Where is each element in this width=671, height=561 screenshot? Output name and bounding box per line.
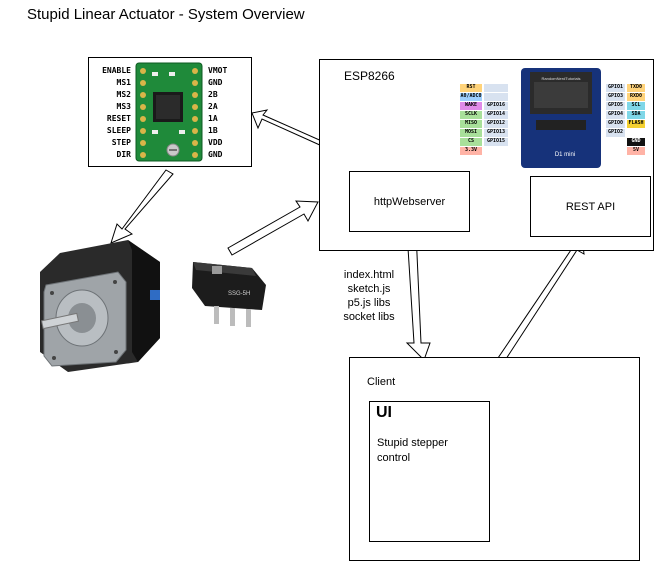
driver-pin-label: VMOT <box>208 66 228 75</box>
ui-text-line-2: control <box>377 452 411 464</box>
driver-pin-label: GND <box>208 78 223 87</box>
module-pin-tag: SDA <box>627 111 645 119</box>
ui-box: UI Stupid stepper control <box>369 401 490 542</box>
rest-api-label: REST API <box>565 201 616 213</box>
driver-left-pins: ENABLE MS1 MS2 MS3 RESET SLEEP STEP DIR <box>93 66 131 162</box>
module-gpio-tag: GPIO12 <box>484 120 508 128</box>
diagram-title: Stupid Linear Actuator - System Overview <box>27 6 305 23</box>
module-header-text: RandomNerdTutorials <box>542 76 581 81</box>
module-gpio-tag <box>484 93 508 101</box>
payload-item: sketch.js <box>347 283 391 295</box>
d1-mini-module-graphic: RandomNerdTutorials D1 mini <box>521 68 601 168</box>
module-gpio-tag <box>606 147 625 155</box>
arrow-switch-to-esp <box>227 200 319 256</box>
driver-pin-label: 2A <box>208 102 218 111</box>
driver-right-pins: VMOT GND 2B 2A 1A 1B VDD GND <box>208 66 248 162</box>
driver-board-graphic <box>135 62 203 162</box>
module-gpio-tag: GPIO2 <box>606 129 625 137</box>
arrow-esp-to-driver <box>251 109 325 147</box>
module-gpio-tag: GPIO3 <box>606 93 625 101</box>
client-title: Client <box>367 376 396 388</box>
module-pin-tag: SCLK <box>460 111 482 119</box>
ui-title: UI <box>376 404 392 421</box>
module-pin-tag: TXD0 <box>627 84 645 92</box>
module-gpio-tag <box>606 138 625 146</box>
driver-pin-label: STEP <box>111 138 131 147</box>
module-pin-tag: MISO <box>460 120 482 128</box>
esp8266-panel: ESP8266 RandomNerdTutorials D1 mini RST … <box>319 59 654 251</box>
module-pin-tag: CS <box>460 138 482 146</box>
module-gpio-tag: GPIO13 <box>484 129 508 137</box>
module-gpio-tag: GPIO0 <box>606 120 625 128</box>
module-pin-tag <box>627 129 645 137</box>
driver-pin-label: VDD <box>208 138 223 147</box>
client-panel: Client UI Stupid stepper control <box>349 357 640 561</box>
driver-pin-label: MS1 <box>116 78 131 87</box>
payload-item: socket libs <box>343 311 395 323</box>
payload-item: p5.js libs <box>347 297 391 309</box>
driver-pin-label: 2B <box>208 90 218 99</box>
module-gpio-tag: GPIO14 <box>484 111 508 119</box>
driver-pin-label: RESET <box>106 114 131 123</box>
driver-pin-label: ENABLE <box>102 66 131 75</box>
module-pin-tag: WAKE <box>460 102 482 110</box>
module-pin-tag: 3.3V <box>460 147 482 155</box>
arrow-driver-to-motor <box>110 169 174 244</box>
module-pin-tag: FLASH <box>627 120 645 128</box>
ui-text-line-1: Stupid stepper <box>377 437 448 449</box>
driver-pin-label: GND <box>208 150 223 159</box>
module-gpio-tag: GPIO5 <box>606 102 625 110</box>
driver-pin-label: DIR <box>116 150 131 159</box>
stepper-driver-panel: ENABLE MS1 MS2 MS3 RESET SLEEP STEP DIR … <box>88 57 252 167</box>
driver-pin-label: MS3 <box>116 102 131 111</box>
module-gpio-tag: GPIO4 <box>606 111 625 119</box>
module-gpio-tag: GPIO15 <box>484 138 508 146</box>
driver-pin-label: MS2 <box>116 90 131 99</box>
module-pin-tag: MOSI <box>460 129 482 137</box>
module-gpio-tag <box>484 84 508 92</box>
rest-api-box: REST API <box>530 176 651 237</box>
webserver-label: httpWebserver <box>373 196 446 208</box>
module-gpio-tag: GPIO16 <box>484 102 508 110</box>
webserver-box: httpWebserver <box>349 171 470 232</box>
module-pin-tag: GND <box>627 138 645 146</box>
module-pin-tag: RST <box>460 84 482 92</box>
module-pin-tag: 5V <box>627 147 645 155</box>
payload-list: index.html sketch.js p5.js libs socket l… <box>333 268 405 324</box>
module-gpio-tag: GPIO1 <box>606 84 625 92</box>
module-pin-tag: A0/ADC0 <box>460 93 482 101</box>
driver-pin-label: 1A <box>208 114 218 123</box>
payload-item: index.html <box>343 269 395 281</box>
esp8266-title: ESP8266 <box>344 69 395 83</box>
arrow-client-to-rest <box>497 236 585 363</box>
driver-pin-label: 1B <box>208 126 218 135</box>
module-pin-tag: RXD0 <box>627 93 645 101</box>
module-pin-tag: SCL <box>627 102 645 110</box>
driver-pin-label: SLEEP <box>106 126 131 135</box>
module-board-text: D1 mini <box>555 152 575 158</box>
module-gpio-tag <box>484 147 508 155</box>
